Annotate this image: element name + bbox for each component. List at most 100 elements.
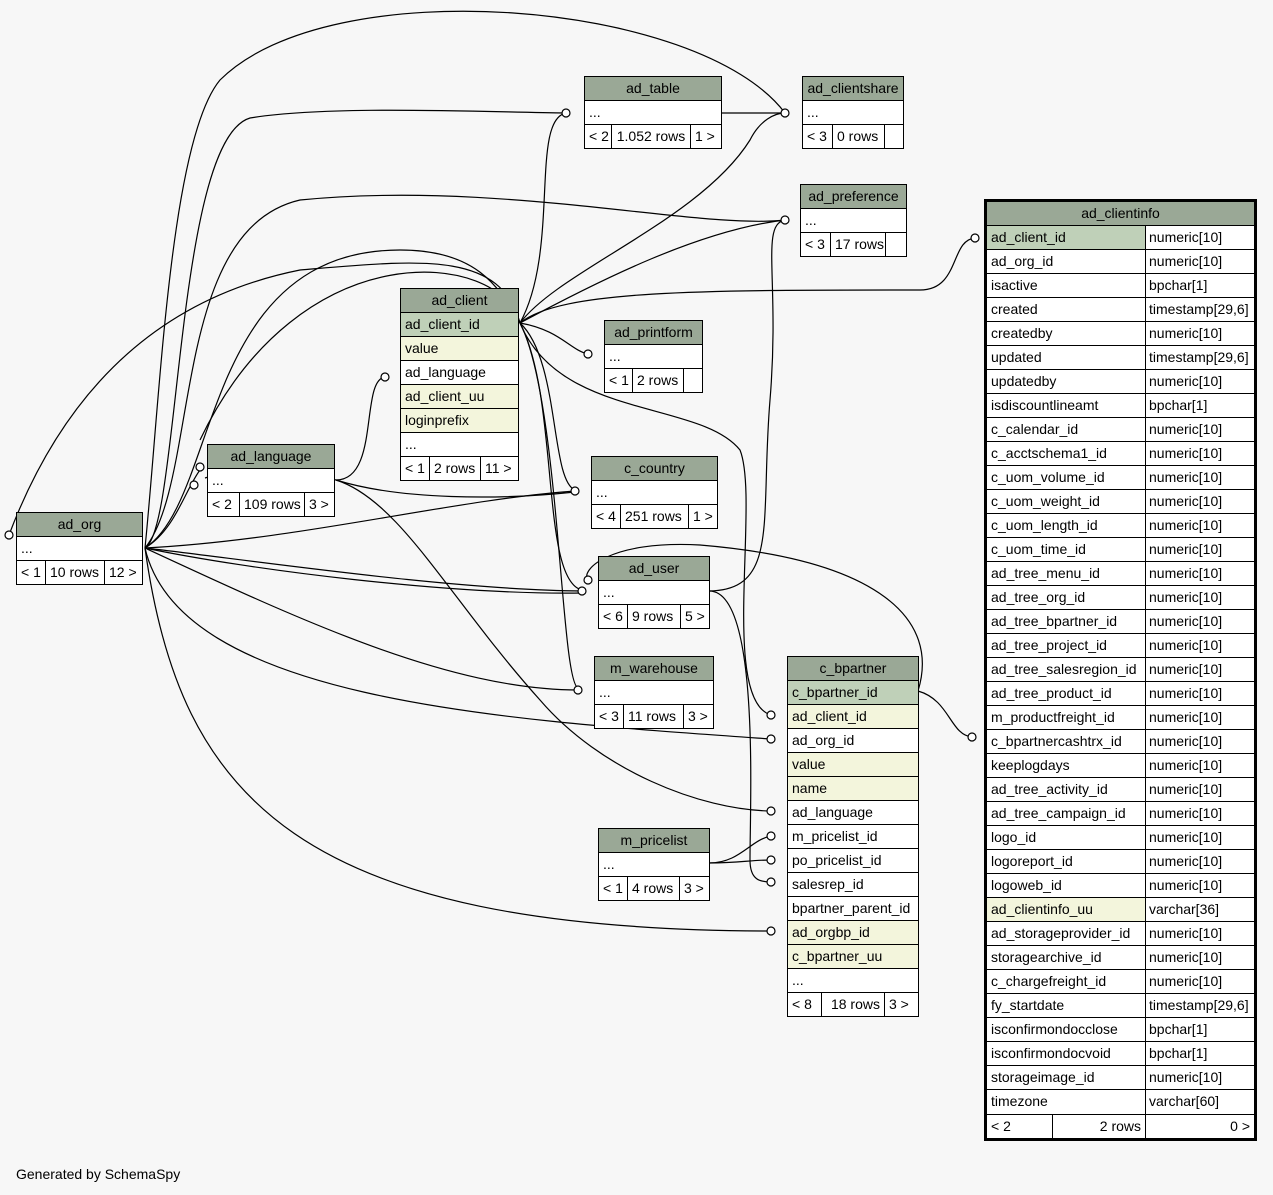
table-header[interactable]: ad_table	[585, 77, 721, 101]
column-type: numeric[10]	[1149, 469, 1223, 485]
parent-count[interactable]: < 6	[599, 605, 628, 628]
table-ad-client[interactable]: ad_client ad_client_id value ad_language…	[400, 288, 519, 481]
column-name: fy_startdate	[987, 994, 1146, 1017]
column-type: numeric[10]	[1149, 517, 1223, 533]
table-ad-clientshare[interactable]: ad_clientshare ... < 3 0 rows	[802, 76, 904, 149]
edge-adclient-adpreference	[519, 219, 786, 324]
table-header[interactable]: ad_printform	[605, 321, 702, 345]
table-m-warehouse[interactable]: m_warehouse ... < 3 11 rows 3 >	[594, 656, 714, 729]
table-c-country[interactable]: c_country ... < 4 251 rows 1 >	[591, 456, 718, 529]
column-name: ad_tree_product_id	[987, 682, 1146, 705]
table-header[interactable]: ad_preference	[801, 185, 906, 209]
edge-adorg-cbpartner-orgid	[144, 547, 772, 740]
child-count[interactable]: 3 >	[889, 996, 909, 1012]
table-header[interactable]: m_pricelist	[599, 829, 709, 853]
column-name: isactive	[987, 274, 1146, 297]
parent-count[interactable]: < 2	[987, 1115, 1053, 1138]
parent-count[interactable]: < 1	[605, 369, 633, 392]
column-name: ad_clientinfo_uu	[987, 898, 1146, 921]
column-name: updatedby	[987, 370, 1146, 393]
column-ad-language: ad_language	[405, 364, 486, 380]
column-type: bpchar[1]	[1149, 1045, 1208, 1061]
table-header[interactable]: ad_client	[401, 289, 518, 313]
table-m-pricelist[interactable]: m_pricelist ... < 1 4 rows 3 >	[598, 828, 710, 901]
column-name: name	[792, 780, 828, 796]
child-count[interactable]: 1 >	[695, 128, 715, 144]
edge-end-circle	[967, 732, 977, 742]
column-name: ad_tree_project_id	[987, 634, 1146, 657]
table-header[interactable]: c_country	[592, 457, 717, 481]
row-count: 2 rows	[1053, 1115, 1146, 1138]
parent-count[interactable]: < 1	[599, 877, 628, 900]
parent-count[interactable]: < 2	[585, 125, 612, 148]
parent-count[interactable]: < 1	[401, 457, 430, 480]
parent-count[interactable]: < 2	[208, 493, 240, 516]
column-ad-org-id: ad_org_id	[792, 732, 855, 748]
table-ad-table[interactable]: ad_table ... < 2 1.052 rows 1 >	[584, 76, 722, 149]
edge-cbpartner-aduser	[586, 543, 923, 692]
column-type: varchar[60]	[1149, 1093, 1220, 1109]
table-header[interactable]: ad_language	[208, 445, 334, 469]
table-c-bpartner[interactable]: c_bpartner c_bpartner_id ad_client_id ad…	[787, 656, 919, 1017]
table-header[interactable]: ad_user	[599, 557, 709, 581]
parent-count[interactable]: < 1	[17, 561, 46, 584]
table-header[interactable]: m_warehouse	[595, 657, 713, 681]
table-header[interactable]: ad_org	[17, 513, 142, 537]
child-count[interactable]	[886, 233, 906, 256]
child-count[interactable]	[885, 125, 903, 148]
parent-count[interactable]: < 3	[801, 233, 831, 256]
edge-adclient-aduser	[519, 322, 583, 591]
column-name: c_uom_volume_id	[987, 466, 1146, 489]
row-count: 4 rows	[628, 877, 680, 900]
row-count: 10 rows	[46, 561, 105, 584]
edge-adlanguage-adclient	[335, 376, 386, 481]
table-ad-org[interactable]: ad_org ... < 1 10 rows 12 >	[16, 512, 143, 585]
row-count: 18 rows	[822, 993, 885, 1016]
edge-end-circle	[561, 108, 571, 118]
child-count[interactable]: 3 >	[684, 880, 704, 896]
child-count[interactable]: 11 >	[485, 460, 512, 476]
parent-count[interactable]: < 8	[788, 993, 822, 1016]
edge-end-circle	[766, 877, 776, 887]
child-count[interactable]: 12 >	[109, 564, 137, 580]
table-ad-language[interactable]: ad_language ... < 2 109 rows 3 >	[207, 444, 335, 517]
child-count[interactable]: 0 >	[1230, 1118, 1250, 1134]
table-header[interactable]: ad_clientinfo	[987, 202, 1254, 226]
column-name: c_chargefreight_id	[987, 970, 1146, 993]
column-name: isconfirmondocclose	[987, 1018, 1146, 1041]
table-body: ...	[603, 856, 615, 872]
edge-end-circle	[573, 685, 583, 695]
column-name: c_bpartnercashtrx_id	[987, 730, 1146, 753]
table-ad-user[interactable]: ad_user ... < 6 9 rows 5 >	[598, 556, 710, 629]
parent-count[interactable]: < 4	[592, 505, 621, 528]
child-count[interactable]: 3 >	[309, 496, 329, 512]
parent-count[interactable]: < 3	[803, 125, 833, 148]
edge-adclient-ccountry	[519, 322, 576, 491]
table-header[interactable]: ad_clientshare	[803, 77, 903, 101]
table-ad-preference[interactable]: ad_preference ... < 3 17 rows	[800, 184, 907, 257]
table-ad-printform[interactable]: ad_printform ... < 1 2 rows	[604, 320, 703, 393]
table-header[interactable]: c_bpartner	[788, 657, 918, 681]
column-more: ...	[405, 436, 417, 452]
edge-adclient-adclientshare	[519, 112, 786, 324]
column-type: numeric[10]	[1149, 733, 1223, 749]
child-count[interactable]: 1 >	[693, 508, 713, 524]
child-count[interactable]: 3 >	[688, 708, 708, 724]
child-count[interactable]: 5 >	[685, 608, 705, 624]
column-type: timestamp[29,6]	[1149, 997, 1249, 1013]
child-count[interactable]	[684, 369, 702, 392]
column-ad-client-id: ad_client_id	[405, 316, 480, 332]
edge-end-circle	[570, 486, 580, 496]
parent-count[interactable]: < 3	[595, 705, 624, 728]
